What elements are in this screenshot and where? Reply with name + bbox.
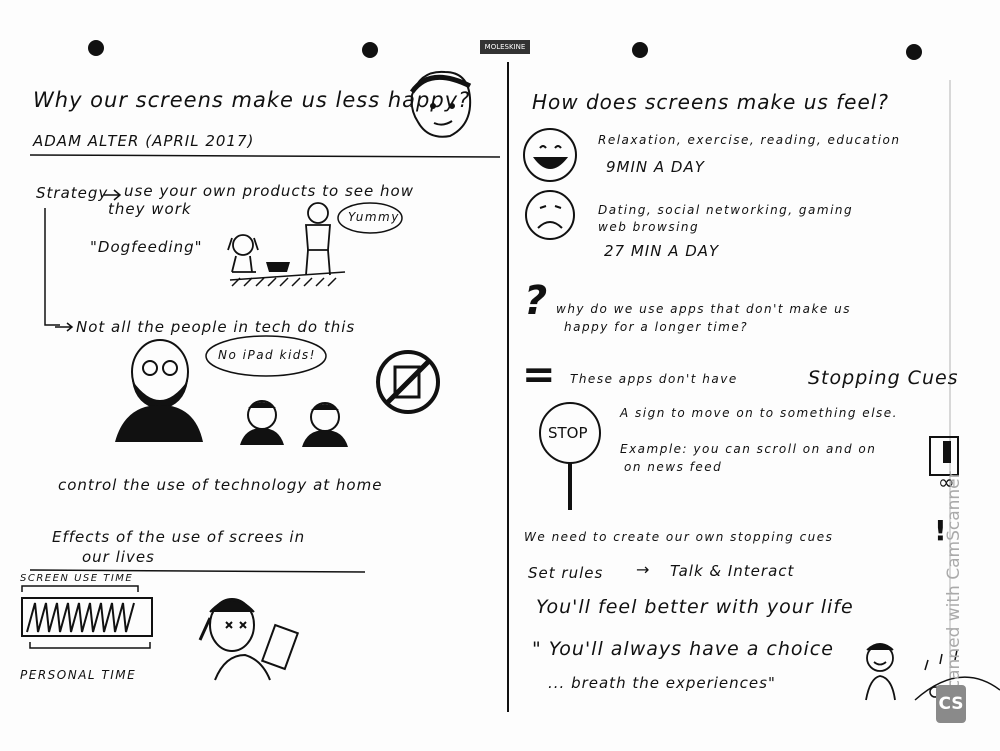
- binder-hole-icon: [88, 40, 104, 56]
- no-ipad-bubble-text: No iPad kids!: [218, 348, 316, 362]
- camscanner-badge-icon: CS: [936, 685, 966, 723]
- why-text-1: why do we use apps that don't make us: [556, 302, 851, 316]
- quote-line-1: " You'll always have a choice: [532, 638, 834, 660]
- dog-icon: [227, 234, 259, 273]
- arrow-icon: →: [636, 560, 650, 579]
- infinity-icon: ∞: [938, 470, 955, 494]
- we-need-text: We need to create our own stopping cues: [524, 530, 834, 544]
- girl-smiling-icon: [865, 643, 896, 701]
- example-text-2: on news feed: [624, 460, 723, 474]
- sad-activities-2: web browsing: [598, 220, 700, 234]
- binder-hole-icon: [362, 42, 378, 58]
- happy-time: 9MIN A DAY: [606, 158, 705, 176]
- why-text-2: happy for a longer time?: [564, 320, 749, 334]
- screen-use-time-label: SCREEN USE TIME: [20, 573, 134, 584]
- camscanner-watermark: Scanned with CamScanner: [944, 471, 964, 700]
- no-ipad-icon: [376, 350, 440, 414]
- set-rules-text: Set rules: [528, 564, 604, 582]
- screen-time-bar: [21, 585, 153, 649]
- feel-better-text: You'll feel better with your life: [536, 596, 854, 618]
- kid-girl-icon: [240, 400, 284, 445]
- author-face-icon: [409, 70, 472, 138]
- strategy-label: Strategy: [36, 184, 109, 202]
- binder-hole-icon: [632, 42, 648, 58]
- sad-face-icon: [525, 190, 575, 240]
- quote-line-2: ... breath the experiences": [548, 674, 776, 692]
- equals-sign-icon: =: [522, 352, 556, 398]
- bearded-man-icon: [115, 339, 203, 442]
- not-all-text: Not all the people in tech do this: [76, 318, 356, 336]
- left-title: Why our screens make us less happy?: [33, 88, 471, 112]
- dogfeeding-label: "Dogfeeding": [90, 238, 203, 256]
- sign-definition: A sign to move on to something else.: [620, 406, 898, 420]
- stop-sign-icon: [539, 402, 601, 510]
- girl-tablet-icon: [198, 598, 300, 681]
- binder-hole-icon: [906, 44, 922, 60]
- right-title: How does screens make us feel?: [532, 90, 889, 114]
- exclamation-icon: !: [934, 514, 947, 547]
- effects-title-1: Effects of the use of screes in: [52, 528, 306, 546]
- sad-time: 27 MIN A DAY: [604, 242, 720, 260]
- personal-time-label: PERSONAL TIME: [20, 668, 137, 682]
- yummy-bubble-text: Yummy: [348, 210, 400, 224]
- strategy-text-2: they work: [108, 200, 192, 218]
- sad-activities-1: Dating, social networking, gaming: [598, 203, 854, 217]
- kid-boy-icon: [302, 402, 348, 447]
- example-text-1: Example: you can scroll on and on: [620, 442, 877, 456]
- control-text: control the use of technology at home: [58, 476, 383, 494]
- stop-sign-text: STOP: [548, 424, 588, 442]
- stopping-cues-text: Stopping Cues: [808, 367, 959, 389]
- person-eating-icon: [305, 202, 331, 276]
- happy-activities: Relaxation, exercise, reading, education: [598, 133, 901, 147]
- sun-drawing-icon: [914, 649, 1000, 701]
- talk-interact-text: Talk & Interact: [670, 562, 795, 580]
- header-logo: MOLESKINE: [480, 40, 530, 54]
- happy-face-icon: [523, 128, 577, 182]
- strategy-text-1: use your own products to see how: [124, 182, 414, 200]
- phone-scroll-icon: [929, 436, 959, 476]
- effects-title-2: our lives: [82, 548, 155, 566]
- author-line: ADAM ALTER (APRIL 2017): [33, 132, 255, 150]
- question-mark-icon: ?: [524, 278, 549, 324]
- these-apps-text: These apps don't have: [570, 372, 738, 386]
